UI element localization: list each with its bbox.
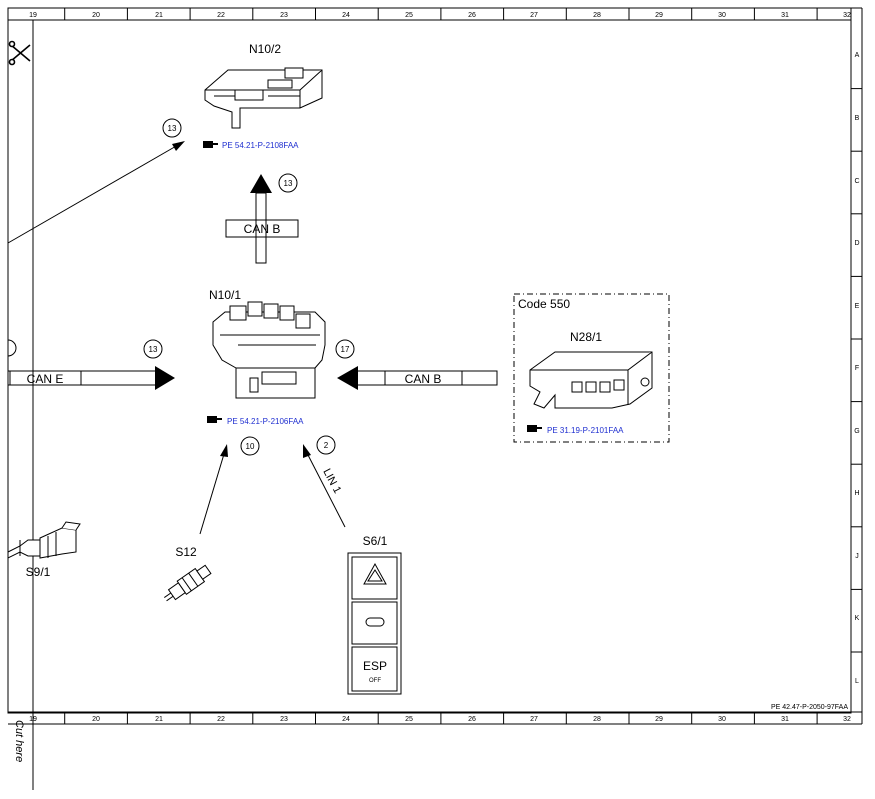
row-label: C <box>854 178 859 185</box>
s12-switch-drawing <box>163 564 212 602</box>
row-label: B <box>855 115 860 122</box>
row-label: G <box>854 428 859 435</box>
hazard-warning-icon <box>363 562 387 585</box>
col-label-top: 23 <box>280 12 288 19</box>
col-label-bottom: 19 <box>29 716 37 723</box>
slot-button-icon <box>365 617 385 627</box>
n10-1-label: N10/1 <box>209 288 241 302</box>
n10-2-reference-link[interactable]: PE 54.21-P-2108FAA <box>222 141 299 150</box>
circle-number-can-b-up: 13 <box>278 173 298 193</box>
col-label-top: 22 <box>217 12 225 19</box>
row-label: H <box>854 490 859 497</box>
col-label-top: 19 <box>29 12 37 19</box>
pointing-hand-icon <box>203 141 218 148</box>
n10-2-label: N10/2 <box>249 42 281 56</box>
can-b-horizontal-label: CAN B <box>405 372 442 386</box>
svg-text:17: 17 <box>341 345 350 354</box>
col-label-top: 25 <box>405 12 413 19</box>
col-label-top: 31 <box>781 12 789 19</box>
circle-number-s12: 10 <box>240 436 260 456</box>
code-550-dashed-box <box>513 293 670 443</box>
col-label-bottom: 30 <box>718 716 726 723</box>
col-label-bottom: 29 <box>655 716 663 723</box>
lin-connection-line <box>303 444 346 528</box>
col-label-bottom: 26 <box>468 716 476 723</box>
row-label: E <box>855 303 860 310</box>
s6-1-switch-panel <box>347 552 402 695</box>
n10-2-reference[interactable]: PE 54.21-P-2108FAA <box>203 141 299 150</box>
cut-here-label: Cut here <box>13 720 25 762</box>
can-b-vertical-label: CAN B <box>244 222 281 236</box>
n10-1-reference-link[interactable]: PE 54.21-P-2106FAA <box>227 417 304 426</box>
row-label: F <box>855 365 859 372</box>
col-label-bottom: 23 <box>280 716 288 723</box>
s12-label: S12 <box>175 545 197 559</box>
diagonal-connection-line <box>7 141 185 244</box>
document-number: PE 42.47-P-2050-97FAA <box>771 704 848 711</box>
row-label: L <box>855 678 859 685</box>
row-label: J <box>855 553 859 560</box>
code-550-label: Code 550 <box>518 297 570 311</box>
n10-1-reference[interactable]: PE 54.21-P-2106FAA <box>207 416 304 426</box>
circle-number-can-b-n28: 17 <box>335 339 355 359</box>
can-b-horizontal-arrow <box>337 366 498 390</box>
svg-text:10: 10 <box>246 442 255 451</box>
col-label-bottom: 20 <box>92 716 100 723</box>
grid-frame <box>7 7 863 790</box>
col-label-bottom: 27 <box>530 716 538 723</box>
row-label: K <box>855 615 860 622</box>
col-label-bottom: 32 <box>843 716 851 723</box>
can-e-arrow <box>7 366 175 390</box>
col-label-bottom: 28 <box>593 716 601 723</box>
s12-connection-line <box>199 444 228 535</box>
col-label-top: 20 <box>92 12 100 19</box>
svg-text:13: 13 <box>168 124 177 133</box>
col-label-bottom: 31 <box>781 716 789 723</box>
n28-1-module-drawing <box>529 351 653 409</box>
col-label-top: 26 <box>468 12 476 19</box>
circle-number-lin: 2 <box>316 435 336 455</box>
svg-text:13: 13 <box>149 345 158 354</box>
s9-1-connector-drawing <box>7 521 81 559</box>
esp-off-label: OFF <box>369 678 381 684</box>
circle-number-diag: 13 <box>162 118 182 138</box>
n10-2-module-drawing <box>204 67 323 129</box>
col-label-top: 28 <box>593 12 601 19</box>
col-label-top: 32 <box>843 12 851 19</box>
can-b-vertical-arrow <box>225 174 299 264</box>
svg-text:13: 13 <box>284 179 293 188</box>
n28-1-reference[interactable]: PE 31.19-P-2101FAA <box>527 425 624 435</box>
scissors-icon <box>8 40 31 66</box>
col-label-bottom: 25 <box>405 716 413 723</box>
lin-label: LIN 1 <box>320 467 343 496</box>
row-label: D <box>854 240 859 247</box>
col-label-top: 24 <box>342 12 350 19</box>
col-label-top: 21 <box>155 12 163 19</box>
n28-1-label: N28/1 <box>570 330 602 344</box>
esp-label: ESP <box>363 659 387 673</box>
n28-1-reference-link[interactable]: PE 31.19-P-2101FAA <box>547 426 624 435</box>
pointing-hand-icon <box>207 416 222 423</box>
s9-1-label: S9/1 <box>26 565 51 579</box>
pointing-hand-icon <box>527 425 542 432</box>
circle-number-can-e: 13 <box>143 339 163 359</box>
n10-1-module-drawing <box>212 301 326 399</box>
col-label-top: 27 <box>530 12 538 19</box>
partial-circle-left <box>7 339 17 357</box>
col-label-top: 29 <box>655 12 663 19</box>
col-label-top: 30 <box>718 12 726 19</box>
svg-text:2: 2 <box>324 441 329 450</box>
col-label-bottom: 21 <box>155 716 163 723</box>
row-label: A <box>855 52 860 59</box>
s6-1-label: S6/1 <box>363 534 388 548</box>
can-e-label: CAN E <box>27 372 64 386</box>
col-label-bottom: 22 <box>217 716 225 723</box>
col-label-bottom: 24 <box>342 716 350 723</box>
